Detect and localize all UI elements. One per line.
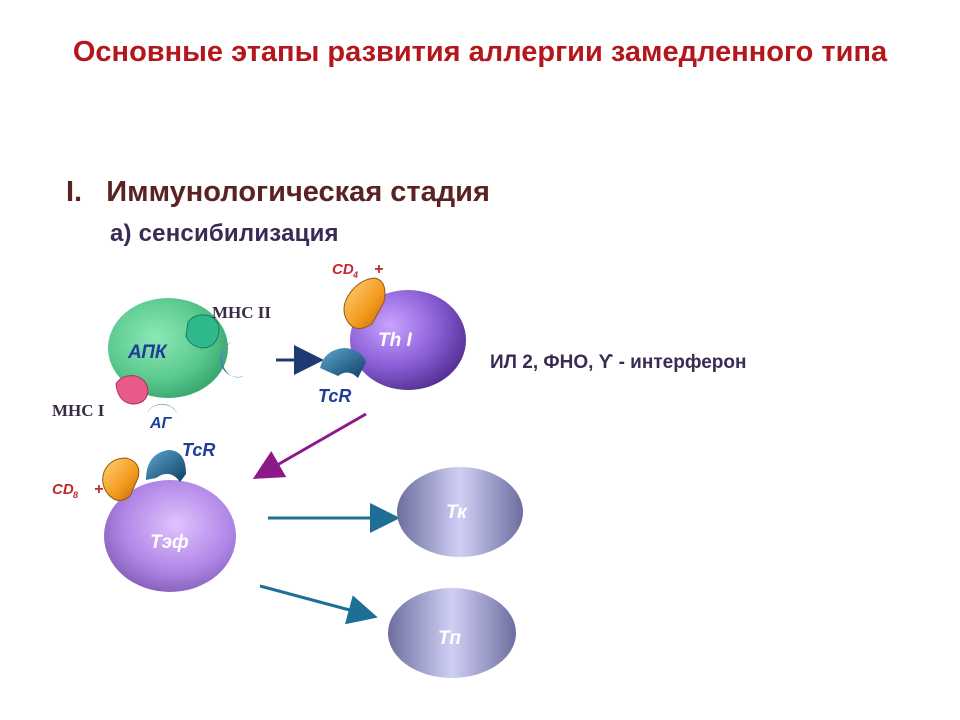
arrow-th1-to-teff (252, 412, 367, 479)
tcr-teff-label: TcR (182, 440, 215, 460)
cd4-marker (343, 277, 386, 329)
tp-label: Тп (438, 628, 461, 649)
cd4-text: CD (332, 261, 354, 278)
teff-label: Тэф (150, 532, 189, 553)
th1-cell (350, 290, 466, 390)
arrow-teff-to-tp (259, 584, 378, 625)
stage-heading: I. Иммунологическая стадия (66, 176, 490, 209)
cd8-label: CD 8 + (52, 481, 103, 500)
cd4-sub: 4 (352, 270, 358, 280)
cd8-text: CD (52, 481, 74, 498)
mhc2-label: МНС II (212, 303, 271, 322)
cd4-label: CD 4 + (332, 261, 383, 280)
stage-number: I. (66, 176, 83, 208)
th1-label: Th I (378, 330, 412, 351)
apc-label: АПК (127, 342, 168, 363)
cd8-sub: 8 (73, 490, 78, 500)
tk-cell (397, 467, 523, 557)
slide-title: Основные этапы развития аллергии замедле… (72, 36, 888, 68)
cd8-plus: + (94, 481, 103, 498)
tp-cell (388, 588, 516, 678)
substage-heading: а) сенсибилизация (110, 220, 339, 248)
cd4-plus: + (374, 261, 383, 278)
th1-tcr-receptor (320, 348, 366, 378)
mhc1-molecule (115, 375, 149, 405)
teff-tcr-receptor (146, 450, 186, 482)
tk-label: Тк (446, 502, 468, 523)
cd8-marker (102, 457, 140, 501)
ag-bottom-label: АГ (149, 415, 173, 432)
mhc2-molecule (185, 314, 220, 349)
tcr-th1-label: TcR (318, 386, 351, 406)
substage-label: а) сенсибилизация (110, 220, 339, 247)
ag-top-label: АГ (231, 347, 255, 364)
teff-cell (104, 480, 236, 592)
stage-label: Иммунологическая стадия (106, 176, 490, 208)
mhc1-label: МНС I (52, 401, 105, 420)
cytokines-label: ИЛ 2, ФНО, ϒ - интерферон (490, 352, 746, 373)
